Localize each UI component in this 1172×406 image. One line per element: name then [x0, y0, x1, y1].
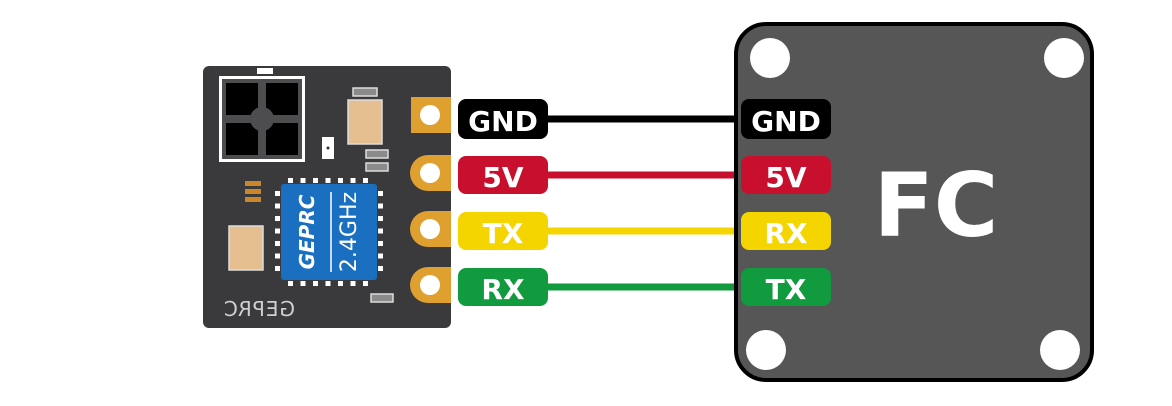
fc-label-rx: RX — [764, 217, 808, 250]
receiver-pin-labels: GND 5V TX RX — [458, 99, 548, 306]
chip-pin — [275, 253, 280, 259]
chip-pin — [363, 178, 368, 183]
mount-hole — [750, 38, 790, 78]
chip-pin — [275, 266, 280, 271]
chip-pin — [338, 281, 343, 286]
rx-label-tx: TX — [483, 217, 524, 250]
chip-frequency: 2.4GHz — [337, 192, 362, 272]
rx-label-tx-bg — [458, 212, 548, 250]
chip-pin — [275, 228, 280, 234]
receiver-board: GEPRC 2.4GHz GEPRC — [203, 66, 451, 328]
chip-pin — [275, 241, 280, 246]
chip-pin — [275, 191, 280, 196]
antenna-connector — [219, 68, 305, 162]
fc-label-gnd: GND — [751, 105, 821, 138]
chip-pin — [378, 266, 383, 271]
rf-chip: GEPRC 2.4GHz — [275, 178, 383, 286]
chip-pin — [275, 203, 280, 209]
chip-pin — [350, 281, 356, 286]
chip-pin — [325, 281, 331, 286]
chip-brand: GEPRC — [295, 194, 319, 269]
chip-pin — [363, 281, 368, 286]
fc-label-rx-bg — [741, 212, 831, 250]
fc-label-5v: 5V — [765, 161, 806, 194]
chip-pin — [300, 281, 306, 286]
rx-label-rx: RX — [481, 273, 525, 306]
rx-label-5v: 5V — [482, 161, 523, 194]
smd-components — [228, 87, 394, 303]
chip-pin — [378, 191, 383, 196]
flight-controller: FC GND 5V RX TX — [734, 22, 1094, 382]
chip-pin — [350, 178, 356, 183]
mount-hole — [746, 330, 786, 370]
chip-pin — [378, 253, 383, 259]
chip-pin — [378, 241, 383, 246]
fc-label-tx-bg — [741, 268, 831, 306]
chip-pin — [288, 281, 293, 286]
chip-pin — [275, 216, 280, 221]
rx-label-rx-bg — [458, 268, 548, 306]
rx-label-gnd-bg — [458, 99, 548, 139]
chip-pin — [313, 178, 318, 183]
chip-pin — [313, 281, 318, 286]
wires — [540, 115, 750, 291]
chip-pin — [300, 178, 306, 183]
receiver-pads — [410, 97, 451, 303]
chip-pin — [378, 228, 383, 234]
rx-label-gnd: GND — [468, 105, 538, 138]
silkscreen-text: GEPRC — [223, 297, 295, 321]
mount-hole — [1044, 38, 1084, 78]
chip-pin — [378, 203, 383, 209]
chip-pin — [325, 178, 331, 183]
fc-label-gnd-bg — [741, 99, 831, 139]
fc-title: FC — [874, 154, 999, 257]
fc-label-tx: TX — [766, 273, 807, 306]
chip-pin — [338, 178, 343, 183]
rx-label-5v-bg — [458, 156, 548, 194]
fc-label-5v-bg — [741, 156, 831, 194]
chip-pin — [378, 216, 383, 221]
mount-hole — [1040, 330, 1080, 370]
chip-pin — [288, 178, 293, 183]
